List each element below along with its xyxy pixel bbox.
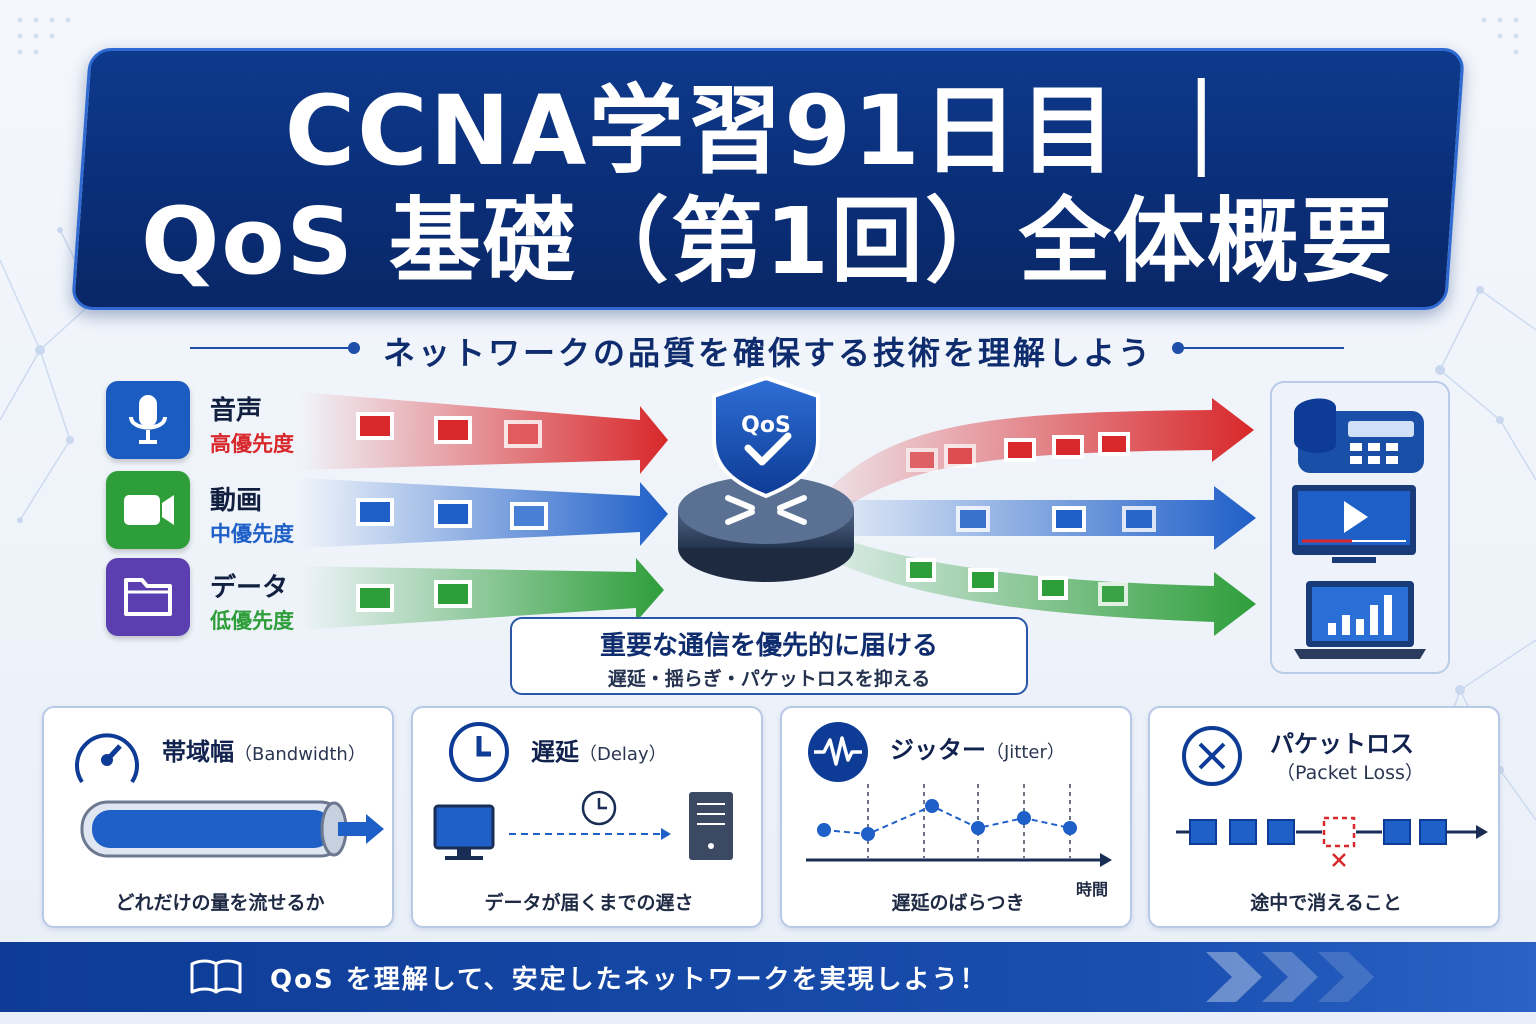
phone-icon <box>1294 398 1424 473</box>
data-label: データ <box>210 573 289 603</box>
jitter-axis-label: 時間 <box>1076 880 1109 899</box>
data-tile <box>106 558 190 636</box>
pc-icon <box>433 804 495 860</box>
packet <box>510 502 548 530</box>
book-icon <box>190 959 242 994</box>
packet <box>504 420 542 448</box>
voice-stream-in <box>300 392 668 474</box>
footer-message: QoS を理解して、安定したネットワークを実現しよう！ <box>270 965 988 995</box>
packet <box>906 558 936 582</box>
card-delay: 遅延（Delay） データが届くまでの遅さ <box>411 706 763 928</box>
subtitle-dot-right <box>1172 342 1184 354</box>
video-stream-in <box>300 478 668 548</box>
card-bandwidth-title: 帯域幅（Bandwidth） <box>162 738 366 766</box>
card-packet-loss-desc: 途中で消えること <box>1250 892 1402 914</box>
packet <box>356 498 394 526</box>
video-priority: 中優先度 <box>210 522 294 546</box>
packet <box>1098 582 1128 606</box>
timer-icon <box>581 790 617 826</box>
pulse-icon <box>808 722 868 782</box>
subtitle-dot-left <box>348 342 360 354</box>
packet <box>1052 506 1086 532</box>
packet <box>356 412 394 440</box>
card-jitter-desc: 遅延のばらつき <box>891 892 1025 914</box>
packet <box>356 584 394 612</box>
packet <box>1098 432 1130 456</box>
packet <box>434 580 472 608</box>
footer-banner <box>0 942 1536 1012</box>
router-icon <box>678 476 854 582</box>
voice-label: 音声 <box>210 396 263 426</box>
server-icon <box>689 792 733 860</box>
lost-packet <box>1322 816 1356 848</box>
card-bandwidth: 帯域幅（Bandwidth） どれだけの量を流せるか <box>42 706 394 928</box>
packet <box>956 506 990 532</box>
packet <box>434 500 472 528</box>
folder-icon <box>124 578 172 616</box>
voice-stream-out <box>830 398 1254 505</box>
qos-shield-icon <box>712 375 820 499</box>
laptop-chart-icon <box>1294 581 1426 659</box>
endpoint-panel <box>1270 381 1450 674</box>
video-label: 動画 <box>210 486 263 516</box>
subtitle-rule-left <box>190 347 350 349</box>
subtitle: ネットワークの品質を確保する技術を理解しよう <box>382 334 1153 372</box>
card-packet-loss-title: パケットロス <box>1270 730 1414 758</box>
packet <box>1122 506 1156 532</box>
monitor-play-icon <box>1292 485 1416 563</box>
packet <box>1052 435 1084 459</box>
speedometer-icon <box>75 733 139 784</box>
lost-mark-icon <box>1332 853 1346 867</box>
packet <box>1038 576 1068 600</box>
card-jitter-title: ジッター（Jitter） <box>890 736 1065 764</box>
jitter-line <box>823 804 1071 836</box>
center-message-box <box>510 617 1028 695</box>
card-bandwidth-desc: どれだけの量を流せるか <box>115 892 325 914</box>
center-message-main: 重要な通信を優先的に届ける <box>599 631 938 661</box>
center-message-sub: 遅延・揺らぎ・パケットロスを抑える <box>607 668 931 690</box>
bandwidth-pipe <box>80 800 384 858</box>
traffic-flow-diagram: QoS <box>300 375 1256 636</box>
card-delay-desc: データが届くまでの遅さ <box>484 892 694 914</box>
packet <box>434 416 472 444</box>
card-packet-loss-title-en: （Packet Loss） <box>1276 762 1424 784</box>
qos-badge-label: QoS <box>741 413 791 438</box>
data-priority: 低優先度 <box>210 609 294 633</box>
packet <box>906 448 938 472</box>
voice-tile <box>106 381 190 459</box>
video-camera-icon <box>124 495 174 525</box>
title-line-2: QoS 基礎（第1回）全体概要 <box>141 188 1395 295</box>
packet <box>968 568 998 592</box>
card-delay-title: 遅延（Delay） <box>531 738 667 766</box>
chevrons-decoration <box>1206 952 1374 1002</box>
card-jitter: ジッター（Jitter） 時間 遅延のばらつき <box>780 706 1132 928</box>
microphone-icon <box>129 395 167 444</box>
packet <box>1004 438 1036 462</box>
voice-priority: 高優先度 <box>210 432 294 456</box>
video-tile <box>106 471 190 549</box>
card-packet-loss: パケットロス （Packet Loss） 途中で消えること <box>1148 706 1500 928</box>
subtitle-rule-right <box>1184 347 1344 349</box>
close-circle-icon <box>1182 726 1242 786</box>
title-line-1: CCNA学習91日目 ｜ <box>284 75 1252 187</box>
packet <box>944 444 976 468</box>
clock-icon <box>449 722 509 782</box>
